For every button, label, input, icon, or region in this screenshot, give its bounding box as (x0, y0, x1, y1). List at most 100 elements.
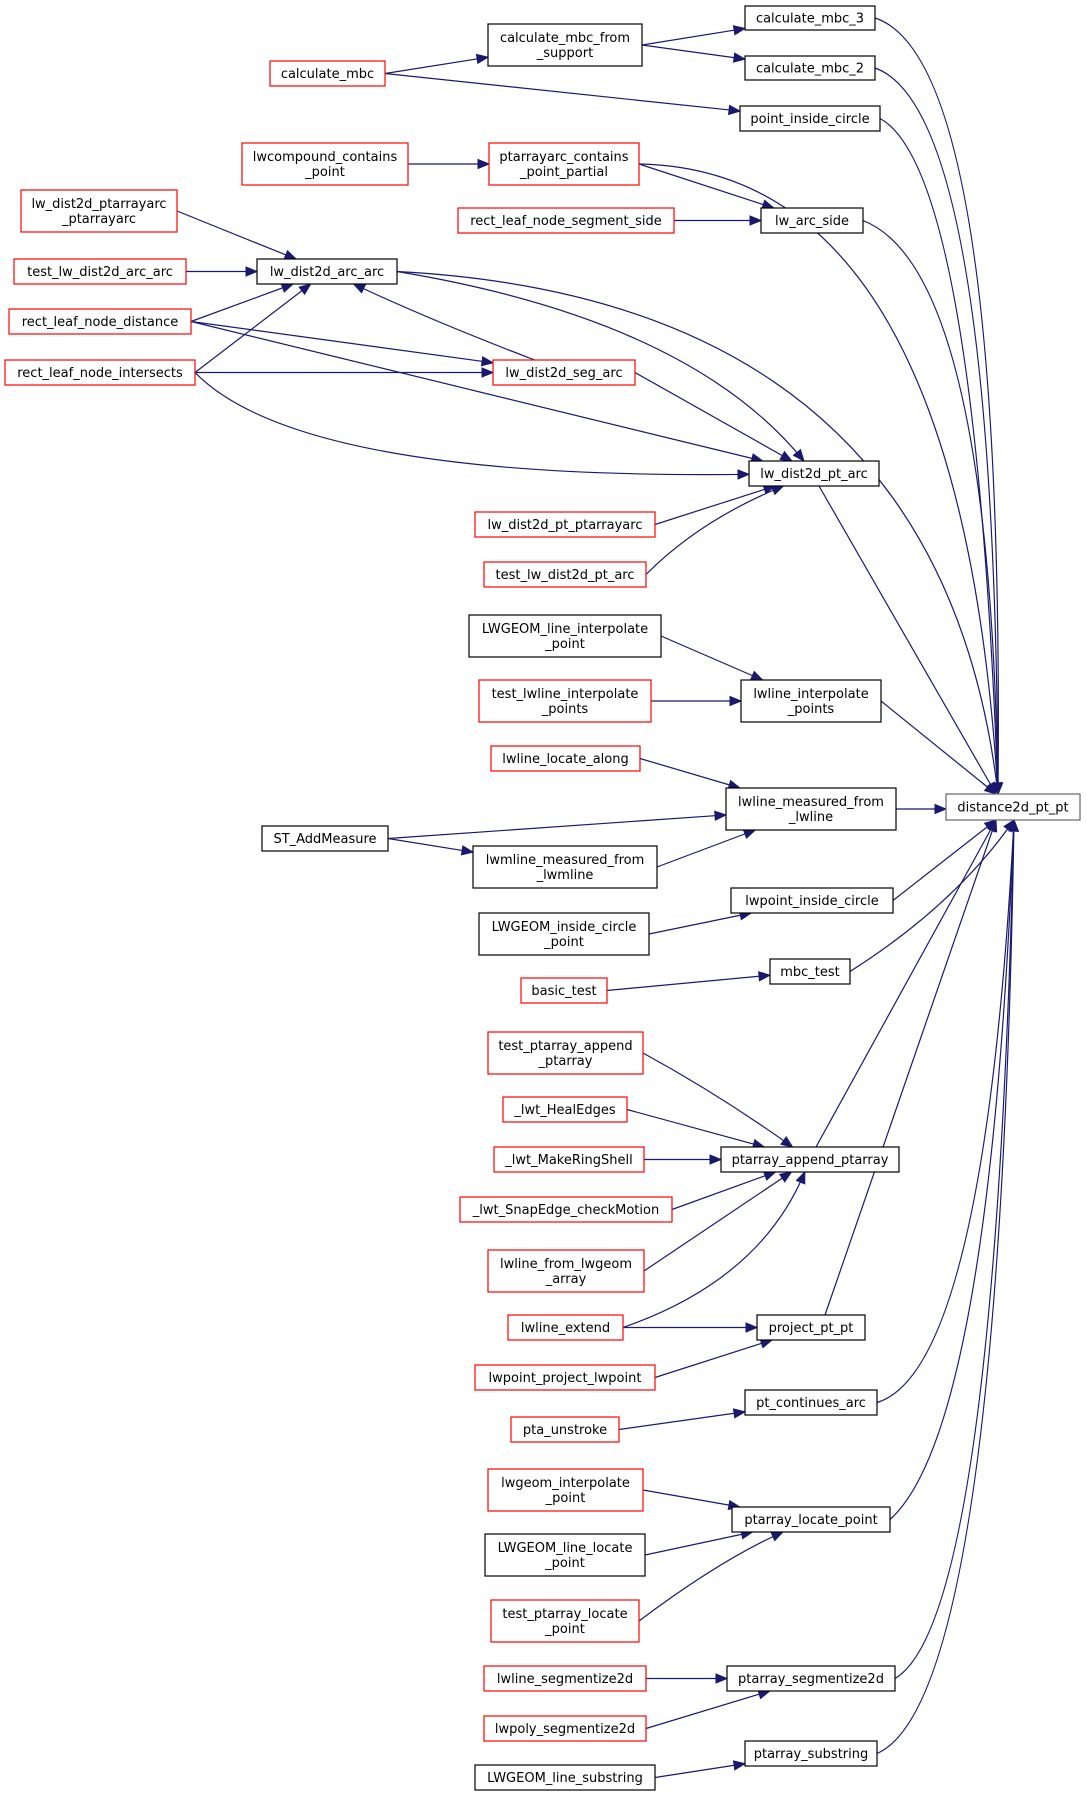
arrowhead-basic_test-to-mbc_test (758, 971, 772, 982)
function-node[interactable]: LWGEOM_line_substring (474, 1764, 656, 1791)
function-node[interactable]: lw_arc_side (760, 207, 864, 234)
arrowhead-rect_intersects-to-dist2d_pt_arc (737, 469, 751, 480)
function-node[interactable]: lwpoint_project_lwpoint (474, 1364, 656, 1391)
node-label: lwgeom_interpolate (501, 1476, 630, 1491)
function-node[interactable]: lwline_segmentize2d (483, 1665, 647, 1692)
node-box (261, 825, 389, 852)
function-node[interactable]: lwmline_measured_from_lwmline (472, 845, 658, 889)
node-box (256, 258, 398, 285)
function-node[interactable]: rect_leaf_node_distance (8, 308, 192, 335)
function-node[interactable]: LWGEOM_inside_circle_point (478, 912, 650, 956)
function-node[interactable]: ptarray_substring (744, 1740, 878, 1767)
root-function-node[interactable]: distance2d_pt_pt (945, 793, 1081, 821)
edge-rect_intersects-to-dist2d_arc_arc (194, 283, 312, 373)
edge-pt_continues_arc-to-root (876, 819, 1015, 1404)
node-box (730, 887, 894, 914)
node-label: pt_continues_arc (756, 1396, 866, 1411)
edge-calc_mbc-to-calc_mbc_support (384, 56, 489, 75)
function-node[interactable]: ST_AddMeasure (261, 825, 389, 852)
function-node[interactable]: lwgeom_interpolate_point (487, 1468, 644, 1512)
function-node[interactable]: lwline_from_lwgeom_array (487, 1249, 645, 1293)
function-node[interactable]: rect_leaf_node_intersects (4, 359, 196, 386)
edge-ptarray_locate-to-root (889, 819, 1015, 1520)
function-node[interactable]: test_ptarray_append_ptarray (487, 1031, 644, 1075)
edge-ptarray_substring-to-root (876, 819, 1015, 1755)
arrowhead-dist2d_ptarrayarc_ptarrayarc-to-dist2d_arc_arc (283, 249, 298, 260)
edge-dist2d_arc_arc-to-root (396, 270, 999, 795)
edge-st_addmeasure-to-lwline_measured (387, 814, 727, 840)
arrowhead-test_pt_arc-to-dist2d_pt_arc (770, 485, 785, 496)
function-node[interactable]: lwline_locate_along (490, 745, 641, 772)
function-node[interactable]: _lwt_MakeRingShell (493, 1146, 645, 1173)
function-node[interactable]: ptarray_locate_point (731, 1506, 891, 1533)
arrowhead-rect_intersects-to-dist2d_seg_arc (481, 367, 495, 378)
node-label: calculate_mbc_from (500, 31, 630, 46)
function-node[interactable]: lw_dist2d_ptarrayarc_ptarrayarc (20, 189, 178, 233)
function-node[interactable]: project_pt_pt (756, 1314, 866, 1341)
node-label: calculate_mbc_3 (756, 12, 864, 27)
node-box (4, 359, 196, 386)
function-node[interactable]: _lwt_SnapEdge_checkMotion (459, 1196, 673, 1223)
function-node[interactable]: lwline_extend (507, 1314, 624, 1341)
function-node[interactable]: lw_dist2d_pt_ptarrayarc (474, 511, 656, 538)
edge-ptarrayarc_partial-to-lw_arc_side (638, 163, 774, 209)
node-label: basic_test (531, 984, 596, 999)
arrowhead-pta_unstroke-to-pt_continues_arc (732, 1408, 747, 1419)
arrowhead-calc_mbc_support-to-calc_mbc_3 (732, 25, 747, 36)
function-node[interactable]: lw_dist2d_seg_arc (492, 359, 636, 386)
function-node[interactable]: pt_continues_arc (744, 1389, 878, 1416)
function-node[interactable]: calculate_mbc_2 (744, 55, 876, 81)
function-node[interactable]: lw_dist2d_arc_arc (256, 258, 398, 285)
function-node[interactable]: lwpoint_inside_circle (730, 887, 894, 914)
node-box (720, 1146, 900, 1173)
node-box (459, 1196, 673, 1223)
function-node[interactable]: rect_leaf_node_segment_side (457, 207, 675, 234)
function-node[interactable]: calculate_mbc_3 (744, 5, 876, 31)
node-label: ptarrayarc_contains (499, 150, 628, 165)
node-label: _array (545, 1272, 587, 1287)
edge-lwline_extend-to-ptarray_append (622, 1171, 806, 1329)
node-label: _point (545, 1491, 586, 1506)
function-node[interactable]: ptarrayarc_contains_point_partial (488, 142, 640, 186)
arrowhead-project_pt_pt-to-root (987, 818, 998, 833)
arrowhead-lwgeom_line_substring-to-ptarray_substring (732, 1760, 747, 1771)
function-node[interactable]: LWGEOM_line_interpolate_point (468, 614, 662, 658)
node-label: lw_dist2d_pt_ptarrayarc (488, 518, 643, 533)
function-node[interactable]: _lwt_HealEdges (502, 1096, 628, 1123)
function-node[interactable]: lw_dist2d_pt_arc (748, 460, 880, 487)
function-node[interactable]: lwpoly_segmentize2d (483, 1715, 647, 1742)
arrowhead-dist2d_seg_arc-to-dist2d_pt_arc (779, 450, 793, 462)
edge-rect_distance-to-dist2d_seg_arc (190, 320, 494, 364)
edge-lwline_from_array-to-ptarray_append (643, 1171, 792, 1272)
function-node[interactable]: basic_test (520, 977, 608, 1004)
function-node[interactable]: ptarray_append_ptarray (720, 1146, 900, 1173)
function-node[interactable]: point_inside_circle (739, 105, 881, 132)
function-node[interactable]: test_lw_dist2d_arc_arc (13, 258, 187, 285)
node-label: test_lwline_interpolate (492, 687, 639, 702)
node-label: _lwt_MakeRingShell (504, 1153, 632, 1168)
arrowhead-lwline_measured-to-root (934, 803, 948, 815)
function-node[interactable]: calculate_mbc (269, 60, 386, 87)
function-node[interactable]: lwline_interpolate_points (740, 679, 882, 723)
node-label: lwcompound_contains (253, 150, 398, 165)
function-node[interactable]: test_lw_dist2d_pt_arc (483, 561, 647, 588)
function-node[interactable]: mbc_test (769, 958, 851, 985)
edge-calc_mbc-to-pt_in_circle (384, 72, 741, 112)
node-box (484, 1533, 646, 1577)
function-node[interactable]: lwline_measured_from_lwline (725, 787, 897, 831)
function-node[interactable]: calculate_mbc_from_support (487, 23, 643, 67)
arrowhead-calc_mbc-to-calc_mbc_support (475, 53, 490, 65)
node-box (488, 142, 640, 186)
node-label: lwpoly_segmentize2d (495, 1722, 635, 1737)
function-node[interactable]: lwcompound_contains_point (241, 142, 409, 186)
function-node[interactable]: LWGEOM_line_locate_point (484, 1533, 646, 1577)
edge-lwgeom_interp_point-to-ptarray_locate (642, 1489, 740, 1508)
function-node[interactable]: test_ptarray_locate_point (490, 1599, 640, 1643)
function-node[interactable]: test_lwline_interpolate_points (478, 679, 652, 723)
function-node[interactable]: ptarray_segmentize2d (726, 1665, 896, 1692)
edge-dist2d_seg_arc-to-dist2d_pt_arc (634, 371, 793, 462)
node-box (269, 60, 386, 87)
node-label: calculate_mbc (281, 67, 374, 82)
function-node[interactable]: pta_unstroke (510, 1416, 620, 1443)
node-box (8, 308, 192, 335)
